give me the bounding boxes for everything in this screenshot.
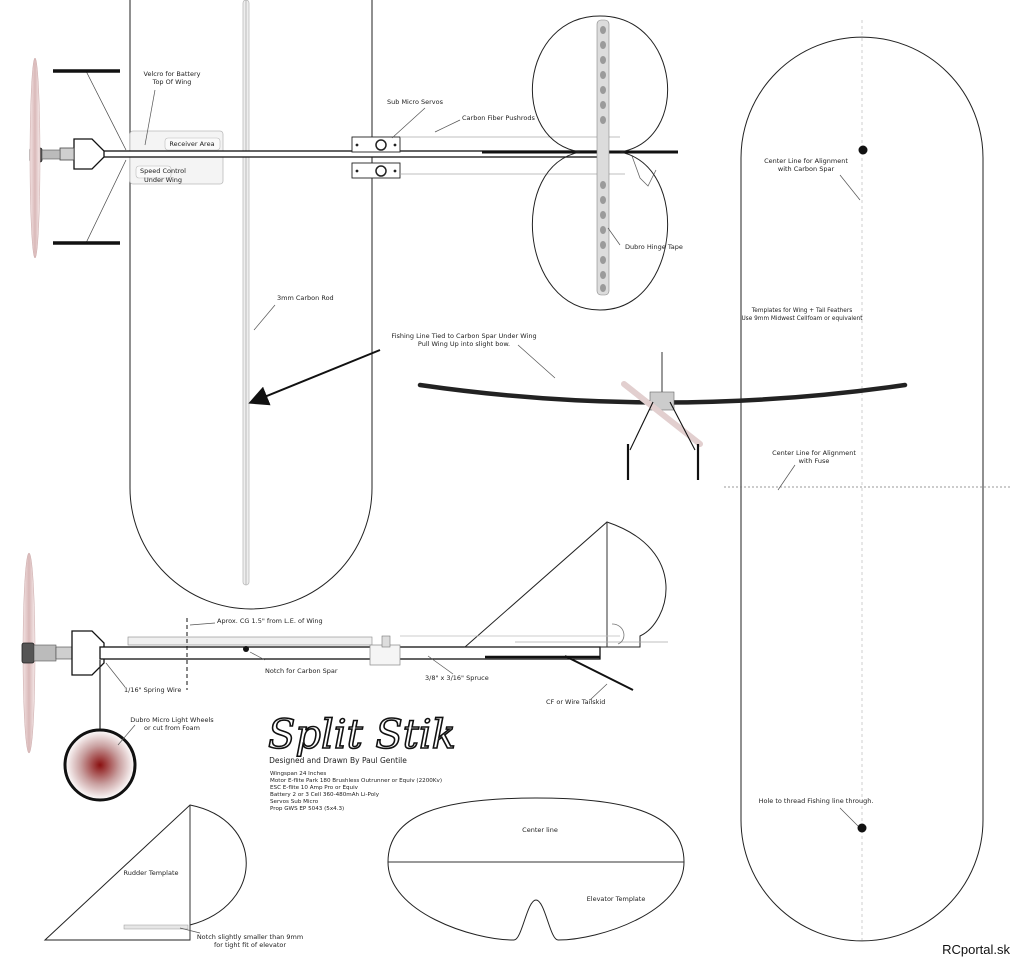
label-center-line: Center line	[522, 826, 558, 834]
plan-title: Split Stik	[268, 712, 456, 758]
label-wheels-1: Dubro Micro Light Wheels	[130, 716, 214, 724]
label-spruce: 3/8" x 3/16" Spruce	[425, 674, 489, 682]
spec-line: ESC E-flite 10 Amp Pro or Equiv	[270, 785, 359, 791]
fuselage-top-view	[29, 57, 678, 259]
side-view	[21, 521, 668, 802]
spec-line: Servos Sub Micro	[270, 799, 319, 805]
plan-subtitle: Designed and Drawn By Paul Gentile	[269, 756, 407, 765]
label-under-wing: Under Wing	[144, 176, 182, 184]
spec-line: Battery 2 or 3 Cell 360-480mAh Li-Poly	[270, 792, 380, 798]
label-velcro-2: Top Of Wing	[152, 78, 192, 86]
stab-top-view	[531, 15, 669, 311]
label-rudder-template: Rudder Template	[124, 869, 179, 877]
label-speed-control: Speed Control	[140, 167, 186, 175]
wing-template-left	[129, 0, 373, 610]
label-centerline-fuse-1: Center Line for Alignment	[772, 449, 856, 457]
spec-line: Motor E-flite Park 180 Brushless Outrunn…	[270, 778, 442, 784]
label-centerline-fuse-2: with Fuse	[799, 457, 830, 465]
label-notch-2: for tight fit of elevator	[214, 941, 286, 949]
label-hinge-tape: Dubro Hinge Tape	[625, 243, 683, 251]
elevator-template	[387, 797, 685, 941]
annotation-labels: Velcro for Battery Top Of Wing Receiver …	[124, 70, 874, 949]
label-tailskid: CF or Wire Tailskid	[546, 698, 605, 706]
wing-template-right	[724, 20, 1010, 942]
label-carbon-pushrods: Carbon Fiber Pushrods	[462, 114, 535, 122]
fishing-line-arrow	[248, 349, 381, 406]
label-spring-wire: 1/16" Spring Wire	[124, 686, 181, 694]
site-credit: RCportal.sk	[942, 942, 1010, 957]
label-notch-1: Notch slightly smaller than 9mm	[197, 933, 303, 941]
label-templates-2: Use 9mm Midwest Cellfoam or equivalent	[741, 316, 863, 322]
label-fishing-line-2: Pull Wing Up into slight bow.	[418, 340, 510, 348]
label-sub-micro-servos: Sub Micro Servos	[387, 98, 444, 106]
label-fishing-line-1: Fishing Line Tied to Carbon Spar Under W…	[391, 332, 536, 340]
spec-line: Prop GWS EP 5043 (5x4.3)	[270, 806, 344, 812]
label-wheels-2: or cut from Foam	[144, 724, 200, 732]
label-elevator-template: Elevator Template	[587, 895, 646, 903]
title-block: Split Stik Designed and Drawn By Paul Ge…	[267, 711, 456, 812]
label-receiver-area: Receiver Area	[169, 140, 214, 148]
label-centerline-spar-1: Center Line for Alignment	[764, 157, 848, 165]
label-carbon-rod: 3mm Carbon Rod	[277, 294, 334, 302]
rudder-template	[43, 804, 247, 941]
label-velcro-1: Velcro for Battery	[144, 70, 201, 78]
front-view	[417, 352, 908, 480]
leader-lines	[105, 89, 861, 934]
label-cg: Aprox. CG 1.5" from L.E. of Wing	[217, 617, 323, 625]
label-notch-spar: Notch for Carbon Spar	[265, 667, 338, 675]
label-fishing-hole: Hole to thread Fishing line through.	[759, 797, 874, 805]
label-templates-1: Templates for Wing + Tail Feathers	[751, 308, 853, 314]
label-centerline-spar-2: with Carbon Spar	[778, 165, 835, 173]
spec-line: Wingspan 24 Inches	[270, 771, 326, 777]
